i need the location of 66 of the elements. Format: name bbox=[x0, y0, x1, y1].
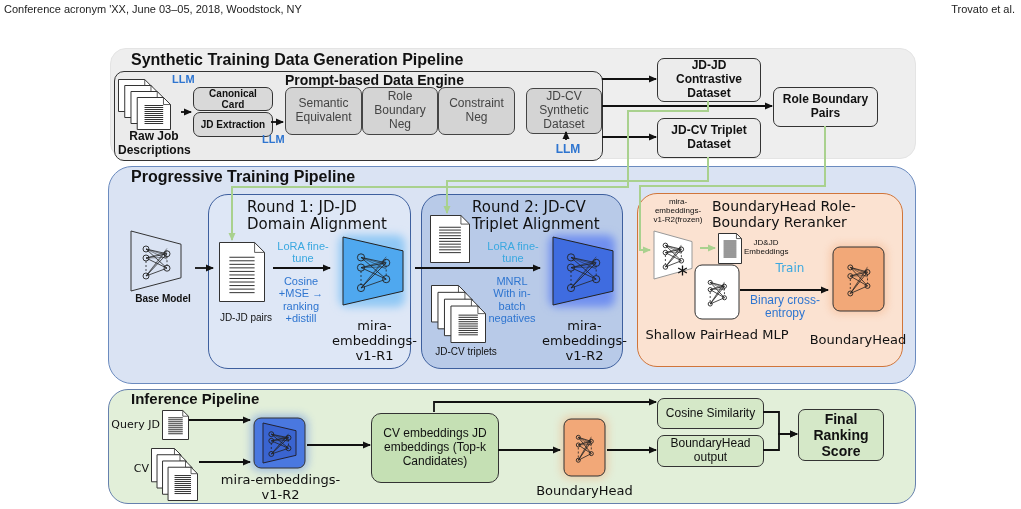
arrow bbox=[739, 286, 829, 294]
annotation-text: MNRL With in-batch negatives bbox=[487, 275, 537, 325]
process-box: Canonical Card bbox=[193, 87, 273, 111]
arrow bbox=[306, 441, 371, 449]
process-box: JD-CV Triplet Dataset bbox=[657, 118, 761, 158]
arrow bbox=[497, 446, 561, 454]
arrow bbox=[699, 244, 716, 252]
arrow bbox=[194, 264, 214, 272]
process-box: Final Ranking Score bbox=[798, 409, 884, 461]
page-header: Trovato et al. bbox=[950, 3, 1015, 16]
process-box: JD-JD Contrastive Dataset bbox=[657, 58, 761, 102]
arrow bbox=[601, 133, 657, 141]
arrow bbox=[198, 458, 251, 466]
panel-title: Round 2: JD-CV Triplet Alignment bbox=[472, 199, 601, 233]
arrow bbox=[606, 446, 657, 454]
arrow bbox=[562, 131, 570, 141]
engine-box bbox=[114, 71, 603, 161]
annotation-text: Binary cross-entropy bbox=[749, 294, 821, 321]
node-label: BoundaryHead bbox=[535, 484, 634, 499]
arrow bbox=[639, 125, 826, 254]
arrow bbox=[601, 75, 657, 83]
arrow bbox=[443, 156, 709, 214]
pipeline-panel bbox=[108, 389, 916, 504]
node-label: Query JD bbox=[110, 419, 160, 432]
arrow bbox=[272, 264, 331, 272]
process-box: Role Boundary Neg bbox=[362, 87, 438, 135]
arrow bbox=[270, 118, 284, 126]
process-box: CV embeddings JD embeddings (Top-k Candidates) bbox=[371, 413, 499, 483]
panel-title: Progressive Training Pipeline bbox=[131, 168, 357, 186]
arrow bbox=[433, 398, 657, 413]
node-label: mira-embeddings-v1-R2(frozen) bbox=[652, 197, 704, 225]
process-box: BoundaryHead output bbox=[657, 435, 764, 467]
panel-title: Inference Pipeline bbox=[131, 391, 261, 408]
annotation-text: LoRA fine-tune bbox=[276, 240, 330, 265]
panel-title: Round 1: JD-JD Domain Alignment bbox=[247, 199, 388, 233]
arrow bbox=[188, 416, 251, 424]
node-label: JD&JD Embeddings bbox=[744, 238, 788, 257]
node-label: mira-embeddings-v1-R2 bbox=[219, 473, 342, 503]
annotation-text: Train bbox=[774, 262, 806, 276]
stage-panel bbox=[637, 193, 903, 367]
arrow bbox=[228, 100, 709, 241]
process-box: Constraint Neg bbox=[438, 87, 515, 135]
node-label: Base Model bbox=[134, 293, 192, 305]
node-label: CV bbox=[132, 463, 149, 476]
panel-title: Prompt-based Data Engine bbox=[285, 73, 465, 89]
arrow bbox=[762, 430, 798, 451]
page-header: Conference acronym 'XX, June 03–05, 2018, Woodstock, NY bbox=[4, 3, 303, 16]
process-box: Role Boundary Pairs bbox=[773, 87, 878, 127]
arrow bbox=[180, 108, 192, 116]
arrow bbox=[601, 102, 773, 110]
pipeline-panel bbox=[110, 48, 916, 159]
annotation-text: LoRA fine-tune bbox=[486, 240, 540, 265]
panel-title: Synthetic Training Data Generation Pipeline bbox=[131, 51, 465, 69]
node-label: Raw Job Descriptions bbox=[118, 130, 190, 158]
arrow bbox=[414, 264, 541, 272]
process-box: JD-CV Synthetic Dataset bbox=[526, 88, 602, 134]
node-label: JD-JD pairs bbox=[218, 312, 274, 324]
annotation-text: LLM bbox=[172, 73, 196, 86]
pipeline-panel bbox=[108, 166, 916, 384]
node-label: Shallow PairHead MLP bbox=[644, 328, 790, 343]
process-box: Cosine Similarity bbox=[657, 398, 764, 429]
node-label: JD-CV triplets bbox=[434, 346, 498, 358]
annotation-text: Cosine +MSE → ranking +distill bbox=[277, 275, 325, 325]
process-box: Semantic Equivalent bbox=[285, 87, 362, 135]
annotation-text: LLM bbox=[551, 142, 585, 158]
panel-title: BoundaryHead Role-Boundary Reranker bbox=[712, 199, 857, 231]
